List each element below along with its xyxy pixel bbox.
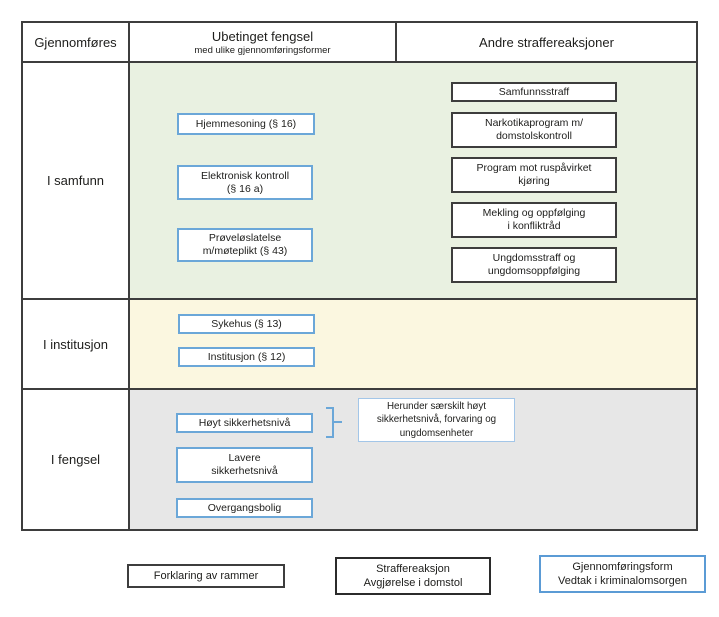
box-program-ruspavirket: Program mot ruspåvirket kjøring [451, 157, 617, 193]
box-elektronisk-kontroll: Elektronisk kontroll (§ 16 a) [177, 165, 313, 200]
header-ubetinget-fengsel-title: Ubetinget fengsel [211, 28, 314, 44]
legend-title-box: Forklaring av rammer [127, 564, 285, 588]
box-overgangsbolig: Overgangsbolig [176, 498, 313, 518]
grid-line-samfunn-bottom [23, 298, 696, 300]
box-samfunnsstraff: Samfunnsstraff [451, 82, 617, 102]
row-label-institusjon: I institusjon [42, 336, 109, 352]
grid-line-header-column [395, 23, 397, 63]
header-andre-straffereaksjoner: Andre straffereaksjoner [397, 23, 696, 61]
box-ungdomsstraff: Ungdomsstraff og ungdomsoppfølging [451, 247, 617, 283]
box-lavere-sikkerhetsniva: Lavere sikkerhetsnivå [176, 447, 313, 483]
box-narkotikaprogram: Narkotikaprogram m/ domstolskontroll [451, 112, 617, 148]
diagram-table: Gjennomføres Ubetinget fengsel med ulike… [21, 21, 698, 531]
box-hjemmesoning: Hjemmesoning (§ 16) [177, 113, 315, 135]
header-gjennomfores: Gjennomføres [23, 23, 128, 61]
header-ubetinget-fengsel: Ubetinget fengsel med ulike gjennomførin… [130, 23, 395, 61]
bracket-tick-icon [334, 421, 342, 423]
note-saerskilt-hoyt: Herunder særskilt høyt sikkerhetsnivå, f… [358, 398, 515, 442]
header-gjennomfores-label: Gjennomføres [34, 34, 117, 50]
grid-line-institusjon-bottom [23, 388, 696, 390]
box-institusjon: Institusjon (§ 12) [178, 347, 315, 367]
grid-line-label-column [128, 23, 130, 529]
bracket-icon [326, 407, 334, 438]
legend-corrections-box: Gjennomføringsform Vedtak i kriminalomso… [539, 555, 706, 593]
header-andre-straffereaksjoner-label: Andre straffereaksjoner [479, 34, 614, 50]
legend-court-box: Straffereaksjon Avgjørelse i domstol [335, 557, 491, 595]
grid-line-header-bottom [23, 61, 696, 63]
header-ubetinget-fengsel-subtitle: med ulike gjennomføringsformer [194, 44, 331, 56]
box-mekling-konfliktrad: Mekling og oppfølging i konfliktråd [451, 202, 617, 238]
box-proveloslatelse: Prøveløslatelse m/møteplikt (§ 43) [177, 228, 313, 262]
box-sykehus: Sykehus (§ 13) [178, 314, 315, 334]
box-hoyt-sikkerhetsniva: Høyt sikkerhetsnivå [176, 413, 313, 433]
row-label-fengsel: I fengsel [50, 452, 101, 467]
row-label-samfunn: I samfunn [46, 173, 105, 188]
